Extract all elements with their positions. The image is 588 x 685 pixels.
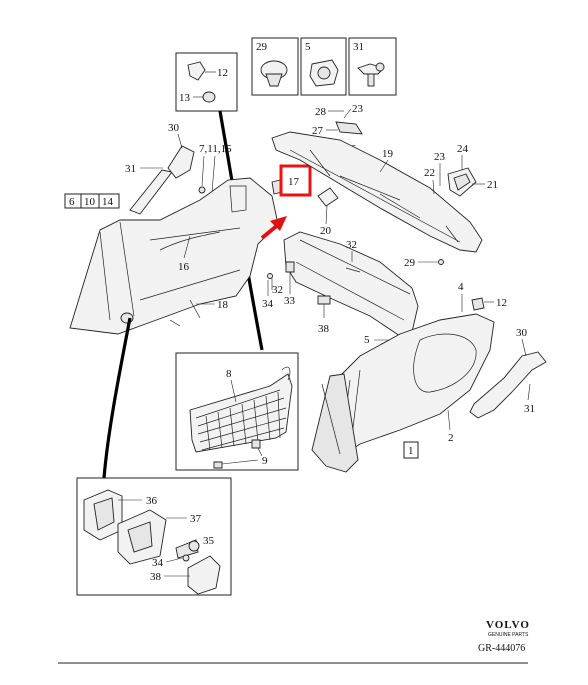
label-10: 10 [84,196,96,208]
label-29-right: 29 [404,257,416,269]
net-box: 8 9 [175,352,299,471]
label-5-top: 5 [305,41,311,53]
label-27: 27 [312,125,324,137]
label-30-left: 30 [168,122,180,134]
label-14: 14 [102,196,114,208]
bracket-30-icon [167,145,195,179]
label-37: 37 [190,513,202,525]
label-30-right: 30 [516,327,528,339]
label-20: 20 [320,225,332,237]
cover-38-icon [187,555,221,595]
label-31-top: 31 [353,41,364,53]
bracket-30-right-icon [469,351,547,419]
strip-31-icon [129,169,173,215]
label-4: 4 [458,281,464,293]
upper-trim-group: 28 23 27 26 19 23 22 24 21 20 29 [271,103,498,269]
cargo-net-8-icon [189,366,293,453]
clip-29-icon [260,60,288,87]
bracket-36-icon [83,489,123,541]
label-8: 8 [226,368,232,380]
label-38-detail: 38 [150,571,162,583]
screw-31-icon [357,62,385,87]
label-17: 17 [288,176,300,188]
label-22: 22 [424,167,435,179]
label-12-right: 12 [496,297,507,309]
label-1: 1 [408,445,414,457]
label-21: 21 [487,179,498,191]
label-24: 24 [457,143,469,155]
switch-24-icon [447,167,477,197]
highlight-arrow-icon [260,216,287,240]
highlight-17-box [279,164,312,197]
right-trim-group: 5 4 12 2 1 30 31 [311,281,547,473]
label-23-top: 23 [352,103,364,115]
label-9: 9 [262,455,268,467]
handle-37-icon [117,509,167,565]
label-23-right: 23 [434,151,446,163]
screw-35-icon [175,539,200,559]
parcel-panel-19-icon [271,131,483,253]
label-31-right: 31 [524,403,535,415]
label-19: 19 [382,148,394,160]
label-7-11-15: 7,11,15 [199,143,232,155]
left-trim-group: 31 30 7,11,15 6 10 14 16 18 17 [64,122,312,479]
label-16: 16 [178,261,190,273]
diagram-code: GR-444076 [478,643,525,654]
footer: VOLVO GENUINE PARTS GR-444076 [58,619,530,664]
label-33: 33 [284,295,296,307]
label-35: 35 [203,535,215,547]
label-12-box: 12 [217,67,228,79]
detail-box: 36 37 35 34 38 [76,477,232,596]
label-31-left: 31 [125,163,136,175]
label-34-detail: 34 [152,557,164,569]
brand-logo: VOLVO [486,619,530,631]
label-36: 36 [146,495,158,507]
label-34-mid: 34 [262,298,274,310]
label-29-top: 29 [256,41,268,53]
label-2: 2 [448,432,454,444]
label-32-panel: 32 [346,239,357,251]
label-5-right: 5 [364,334,370,346]
label-32-clip: 32 [272,284,283,296]
label-28: 28 [315,106,327,118]
label-13: 13 [179,92,191,104]
cover-20-icon [317,187,339,207]
panel-32-group: 32 32 34 33 38 [262,231,419,337]
label-18: 18 [217,299,229,311]
top-part-boxes: 29 5 31 [251,37,397,96]
label-38-mid: 38 [318,323,330,335]
nut-5-icon [309,59,339,87]
side-panel-16-icon [69,177,279,335]
label-6: 6 [69,196,75,208]
brand-subtitle: GENUINE PARTS [488,632,529,638]
